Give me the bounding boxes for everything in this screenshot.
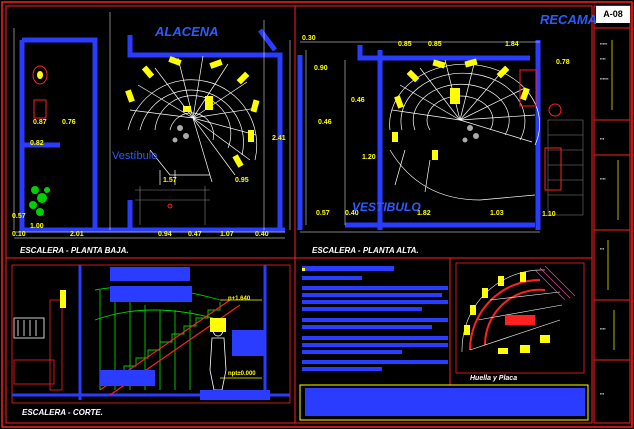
- svg-text:0.76: 0.76: [62, 119, 76, 126]
- svg-text:▪▪▪: ▪▪▪: [600, 246, 605, 251]
- caption-corte: ESCALERA - CORTE.: [22, 408, 103, 417]
- svg-text:▪▪▪▪: ▪▪▪▪: [600, 326, 606, 331]
- svg-text:0.10: 0.10: [12, 231, 26, 238]
- svg-text:0.46: 0.46: [351, 97, 365, 104]
- svg-text:0.57: 0.57: [316, 210, 330, 217]
- svg-text:0.82: 0.82: [30, 140, 44, 147]
- caption-planta-alta: ESCALERA - PLANTA ALTA.: [312, 246, 419, 255]
- plan-high: 0.30 0.85 0.85 1.84 0.78 0.46 0.46 1.20 …: [297, 35, 584, 233]
- room-label-alacena: ALACENA: [155, 24, 219, 39]
- svg-text:0.87: 0.87: [33, 119, 47, 126]
- caption-planta-baja: ESCALERA - PLANTA BAJA.: [20, 246, 129, 255]
- svg-text:▪▪▪: ▪▪▪: [600, 391, 605, 396]
- svg-text:npt±0.000: npt±0.000: [228, 371, 256, 377]
- svg-text:1.03: 1.03: [490, 210, 504, 217]
- section-view: n+1.640 npt±0.000: [11, 264, 291, 404]
- svg-text:0.47: 0.47: [188, 231, 202, 238]
- svg-text:1.84: 1.84: [505, 41, 519, 48]
- svg-text:2.41: 2.41: [272, 135, 286, 142]
- svg-text:▪▪▪▪▪▪: ▪▪▪▪▪▪: [600, 76, 609, 81]
- svg-text:0.95: 0.95: [235, 177, 249, 184]
- svg-text:2.01: 2.01: [70, 231, 84, 238]
- svg-text:▪▪▪: ▪▪▪: [600, 136, 605, 141]
- svg-text:▪▪▪▪▪: ▪▪▪▪▪: [600, 41, 608, 46]
- svg-text:0.78: 0.78: [556, 59, 570, 66]
- svg-text:0.90: 0.90: [314, 65, 328, 72]
- room-label-recamara: RECAMA: [540, 12, 598, 27]
- svg-text:0.40: 0.40: [255, 231, 269, 238]
- caption-huella-placa: Huella y Placa: [470, 375, 518, 382]
- svg-text:0.46: 0.46: [318, 119, 332, 126]
- room-label-vestibulo-low: Vestíbulo: [112, 150, 158, 162]
- svg-text:1.10: 1.10: [542, 211, 556, 218]
- inner-frame: [5, 5, 593, 424]
- detail-view: [455, 262, 585, 374]
- svg-text:1.00: 1.00: [30, 223, 44, 230]
- svg-text:1.20: 1.20: [362, 154, 376, 161]
- room-label-vestibulo-high: VESTIBULO: [352, 200, 421, 214]
- svg-text:▪▪▪▪: ▪▪▪▪: [600, 56, 606, 61]
- svg-text:0.94: 0.94: [158, 231, 172, 238]
- notes-block: [302, 266, 585, 416]
- svg-text:1.07: 1.07: [220, 231, 234, 238]
- svg-text:0.57: 0.57: [12, 213, 26, 220]
- svg-text:1.82: 1.82: [417, 210, 431, 217]
- svg-text:0.40: 0.40: [345, 210, 359, 217]
- svg-text:0.85: 0.85: [428, 41, 442, 48]
- svg-text:0.30: 0.30: [302, 35, 316, 42]
- sheet-code: A-08: [596, 6, 630, 23]
- svg-text:n+1.640: n+1.640: [228, 296, 251, 302]
- svg-text:0.85: 0.85: [398, 41, 412, 48]
- svg-text:▪▪▪▪: ▪▪▪▪: [600, 176, 606, 181]
- svg-text:1.57: 1.57: [163, 177, 177, 184]
- plan-low: 0.82 0.87 0.76 1.00 0.57 0.10 2.01 0.94 …: [12, 12, 291, 239]
